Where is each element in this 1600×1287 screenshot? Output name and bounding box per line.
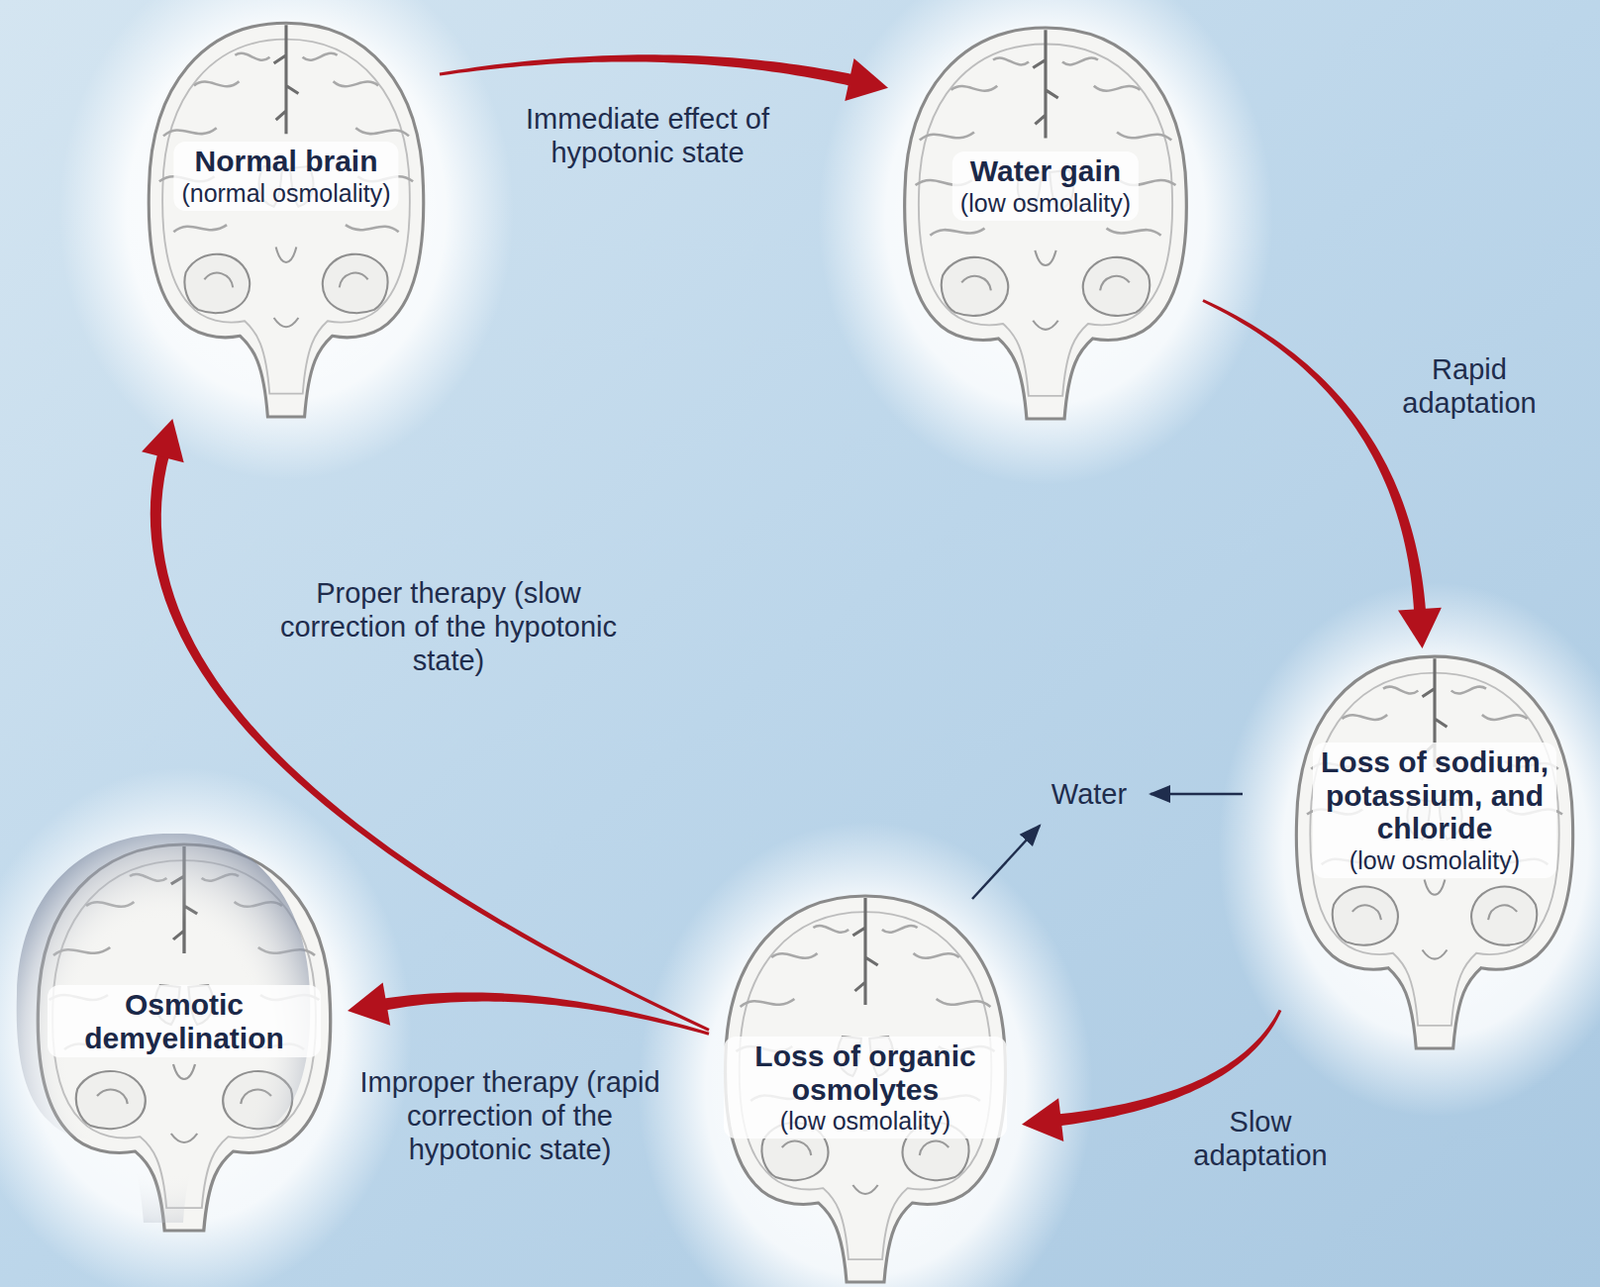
curved-arrow bbox=[1201, 299, 1442, 649]
node-title: Normal brain bbox=[181, 144, 391, 179]
node-subtitle: (low osmolality) bbox=[731, 1105, 1000, 1136]
curved-arrow bbox=[141, 418, 710, 1032]
brain-illustration bbox=[1296, 656, 1573, 1049]
text-patch: Water gain(low osmolality) bbox=[952, 151, 1139, 221]
edge-label: Improper therapy (rapid correction of th… bbox=[356, 1066, 664, 1168]
text-patch: Osmotic demyelination bbox=[47, 985, 321, 1058]
node-title: Loss of sodium, potassium, and chloride bbox=[1320, 745, 1549, 846]
node-subtitle: (normal osmolality) bbox=[181, 178, 391, 208]
brain-illustration bbox=[148, 22, 424, 417]
brain-node: Loss of sodium, potassium, and chloride(… bbox=[1280, 648, 1590, 1051]
water-arrow bbox=[972, 825, 1040, 900]
edge-label: Proper therapy (slow correction of the h… bbox=[270, 577, 627, 679]
node-subtitle: (low osmolality) bbox=[960, 188, 1131, 218]
brain-node: Osmotic demyelination bbox=[20, 836, 348, 1233]
brain-node: Water gain(low osmolality) bbox=[888, 19, 1203, 421]
node-title: Loss of organic osmolytes bbox=[731, 1039, 1000, 1106]
curved-arrow bbox=[347, 982, 709, 1035]
brain-node: Loss of organic osmolytes(low osmolality… bbox=[708, 888, 1022, 1283]
edge-label: Rapid adaptation bbox=[1375, 353, 1564, 421]
text-patch: Loss of organic osmolytes(low osmolality… bbox=[723, 1036, 1007, 1139]
edge-label: Immediate effect of hypotonic state bbox=[489, 102, 806, 171]
node-title: Water gain bbox=[960, 154, 1131, 189]
curved-arrow bbox=[439, 54, 889, 101]
water-arrow bbox=[1150, 793, 1243, 797]
node-title: Osmotic demyelination bbox=[55, 988, 313, 1055]
node-subtitle: (low osmolality) bbox=[1320, 845, 1549, 876]
brain-node: Normal brain(normal osmolality) bbox=[132, 14, 440, 419]
brain-illustration bbox=[904, 27, 1188, 419]
text-patch: Loss of sodium, potassium, and chloride(… bbox=[1312, 742, 1557, 879]
text-patch: Normal brain(normal osmolality) bbox=[173, 141, 399, 211]
water-label: Water bbox=[1051, 778, 1127, 811]
edge-label: Slow adaptation bbox=[1161, 1105, 1360, 1174]
